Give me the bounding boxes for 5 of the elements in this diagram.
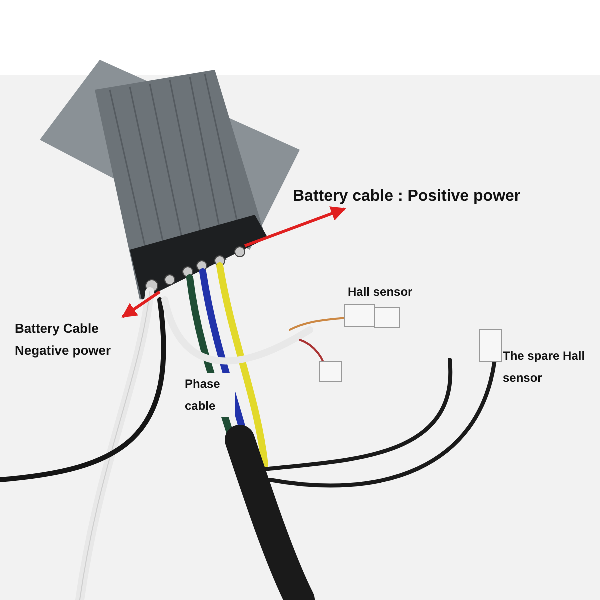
callout-label: Battery Cable Negative power xyxy=(15,318,150,362)
arrow xyxy=(122,290,161,318)
part-label: Phase cable xyxy=(185,373,235,417)
arrow xyxy=(244,206,346,248)
callout-label: Battery cable : Positive power xyxy=(293,186,598,208)
